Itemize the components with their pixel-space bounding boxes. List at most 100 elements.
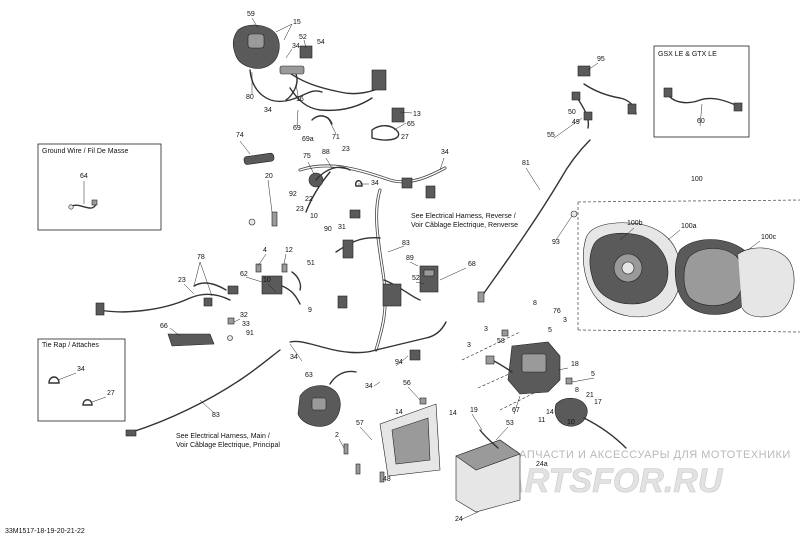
- callout-13: 13: [413, 111, 421, 118]
- callout-93: 93: [552, 239, 560, 246]
- callout-15: 15: [293, 19, 301, 26]
- callout-50: 50: [568, 109, 576, 116]
- callout-100: 100: [691, 176, 703, 183]
- callout-22: 22: [305, 196, 313, 203]
- drawing-code: 33M1517-18-19-20-21-22: [5, 528, 85, 535]
- callout-9: 9: [308, 307, 312, 314]
- note-main-line-2: Voir Câblage Electrique, Principal: [176, 442, 280, 449]
- ground-wire-box: Ground Wire / Fil De Masse: [37, 143, 162, 231]
- callout-53: 53: [506, 420, 514, 427]
- callout-76: 76: [553, 308, 561, 315]
- callout-75: 75: [303, 153, 311, 160]
- tie-rap-box-title: Tie Rap / Attaches: [42, 342, 99, 349]
- note-main-line-1: See Electrical Harness, Main /: [176, 433, 270, 440]
- callout-3: 3: [563, 317, 567, 324]
- callout-10: 10: [310, 213, 318, 220]
- callout-10: 10: [263, 277, 271, 284]
- note-reverse-line-1: See Electrical Harness, Reverse /: [411, 213, 516, 220]
- callout-88: 88: [322, 149, 330, 156]
- antenna-lead: [477, 139, 591, 303]
- callout-34: 34: [77, 366, 85, 373]
- callout-34: 34: [371, 180, 379, 187]
- callout-54: 54: [317, 39, 325, 46]
- callout-80: 80: [246, 94, 254, 101]
- controller-bracket: [485, 329, 627, 449]
- callout-34: 34: [290, 354, 298, 361]
- callout-34: 34: [365, 383, 373, 390]
- callout-23: 23: [178, 277, 186, 284]
- callout-90: 90: [324, 226, 332, 233]
- callout-69a: 69a: [302, 136, 314, 143]
- callout-23: 23: [296, 206, 304, 213]
- battery: [455, 429, 521, 513]
- callout-4: 4: [263, 247, 267, 254]
- callout-14: 14: [546, 409, 554, 416]
- ground-wire-box-title: Ground Wire / Fil De Masse: [42, 148, 128, 155]
- callout-23: 23: [342, 146, 350, 153]
- watermark-brand: PARTSFOR.RU: [480, 462, 724, 500]
- callout-78: 78: [197, 254, 205, 261]
- motor-63: [297, 370, 357, 427]
- callout-58: 58: [497, 338, 505, 345]
- callout-56: 56: [403, 380, 411, 387]
- callout-19: 19: [470, 407, 478, 414]
- callout-83: 83: [212, 412, 220, 419]
- callout-8: 8: [533, 300, 537, 307]
- callout-24a: 24a: [536, 461, 548, 468]
- callout-21: 21: [586, 392, 594, 399]
- callout-63: 63: [305, 372, 313, 379]
- callout-57: 57: [356, 420, 364, 427]
- callout-51: 51: [307, 260, 315, 267]
- callout-65: 65: [407, 121, 415, 128]
- callout-33: 33: [242, 321, 250, 328]
- callout-17: 17: [594, 399, 602, 406]
- callout-81: 81: [522, 160, 530, 167]
- callout-5: 5: [548, 327, 552, 334]
- callout-14: 14: [449, 410, 457, 417]
- main-harness: [289, 164, 447, 361]
- callout-83: 83: [402, 240, 410, 247]
- leader-lines: [57, 17, 761, 521]
- callout-10: 10: [567, 419, 575, 426]
- callout-71: 71: [332, 134, 340, 141]
- callout-66: 66: [160, 323, 168, 330]
- gsx-gtx-box-title: GSX LE & GTX LE: [658, 51, 717, 58]
- callout-68: 68: [468, 261, 476, 268]
- left-hardware: [95, 211, 302, 347]
- callout-48: 48: [383, 476, 391, 483]
- callout-5: 5: [591, 371, 595, 378]
- callout-100a: 100a: [681, 223, 697, 230]
- callout-100c: 100c: [761, 234, 777, 241]
- callout-94: 94: [395, 359, 403, 366]
- callout-89: 89: [406, 255, 414, 262]
- callout-24: 24: [455, 516, 463, 523]
- callout-34: 34: [441, 149, 449, 156]
- callout-27: 27: [401, 134, 409, 141]
- callout-8: 8: [575, 387, 579, 394]
- callout-34: 34: [292, 43, 300, 50]
- callout-2: 2: [335, 432, 339, 439]
- gauge-cluster: [570, 210, 795, 318]
- callout-92: 92: [289, 191, 297, 198]
- callout-31: 31: [338, 224, 346, 231]
- note-reverse-line-2: Voir Câblage Electrique, Renverse: [411, 222, 518, 229]
- callout-27: 27: [107, 390, 115, 397]
- main-harness-lead: [125, 349, 281, 437]
- tie-rap-box: Tie Rap / Attaches: [37, 338, 126, 422]
- callout-74: 74: [236, 132, 244, 139]
- callout-3: 3: [467, 342, 471, 349]
- callout-18: 18: [571, 361, 579, 368]
- callout-60: 60: [697, 118, 705, 125]
- callout-3: 3: [484, 326, 488, 333]
- note-main-harness: See Electrical Harness, Main / Voir Câbl…: [176, 433, 280, 449]
- callout-69: 69: [293, 125, 301, 132]
- watermark-tagline: ЗАПЧАСТИ И АКСЕССУАРЫ ДЛЯ МОТОТЕХНИКИ: [512, 449, 791, 461]
- callout-32: 32: [240, 312, 248, 319]
- callout-64: 64: [80, 173, 88, 180]
- callout-59: 59: [247, 11, 255, 18]
- throttle-assembly: [243, 152, 363, 188]
- gsx-gtx-box: GSX LE & GTX LE: [653, 45, 750, 138]
- callout-67: 67: [512, 407, 520, 414]
